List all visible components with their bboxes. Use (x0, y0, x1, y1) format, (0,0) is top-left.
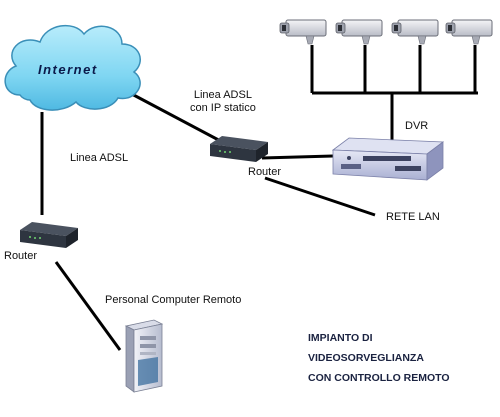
title-line-2: VIDEOSORVEGLIANZA (308, 352, 424, 364)
line-internet-router-top (127, 90, 229, 147)
linea-adsl-static-line2: con IP statico (190, 102, 256, 114)
dvr-label: DVR (405, 120, 429, 132)
router-icon (210, 136, 268, 162)
rete-lan-label: RETE LAN (386, 211, 440, 223)
camera-icon (279, 19, 327, 45)
line-router-left-pc (54, 261, 122, 351)
pc-tower-icon (124, 319, 164, 393)
router-icon (20, 222, 78, 248)
title-line-1: IMPIANTO DI (308, 332, 373, 344)
diagram-title: IMPIANTO DI VIDEOSORVEGLIANZA CON CONTRO… (308, 328, 450, 388)
line-router-top-lan (264, 176, 376, 217)
camera-icon (445, 19, 493, 45)
line-router-top-dvr (261, 154, 334, 160)
dvr-icon (331, 137, 445, 181)
router-left-label: Router (4, 250, 38, 262)
title-line-3: CON CONTROLLO REMOTO (308, 372, 450, 384)
linea-adsl-label: Linea ADSL (70, 152, 129, 164)
camera-icon (391, 19, 439, 45)
camera-icon (335, 19, 383, 45)
connection-lines (40, 45, 478, 351)
router-top-label: Router (248, 166, 282, 178)
linea-adsl-static-line1: Linea ADSL (193, 89, 252, 101)
internet-label: Internet (38, 62, 98, 77)
linea-adsl-static-label: Linea ADSL con IP statico (190, 89, 256, 115)
pc-remote-label: Personal Computer Remoto (105, 294, 242, 306)
cloud-icon (4, 24, 141, 111)
